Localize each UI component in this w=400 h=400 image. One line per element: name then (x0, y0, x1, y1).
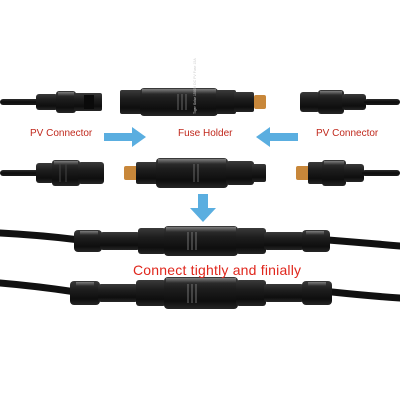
cable-left-mid (0, 170, 40, 176)
cable-right-mid (362, 170, 400, 176)
label-pv-connector-left: PV Connector (30, 128, 93, 139)
pv-connector-left-mid (36, 160, 104, 186)
cable-assembled-1-left (0, 229, 84, 244)
cable-left-top (0, 99, 40, 105)
fuse-holder-mid (124, 158, 266, 188)
cable-assembled-2-right (328, 288, 400, 302)
pv-connector-right-mid (296, 160, 364, 186)
row-1-components (0, 88, 400, 116)
fuse-holder-top (120, 88, 266, 116)
assembled-line-1 (0, 226, 400, 256)
assembled-line-2 (0, 277, 400, 309)
cable-right-top (364, 99, 400, 105)
label-pv-connector-right: PV Connector (316, 128, 379, 139)
fuse-body-print-top: Tiger Solar 1500V DC PV Fuse 15A (193, 58, 197, 114)
cable-assembled-1-right (324, 236, 400, 250)
label-fuse-holder: Fuse Holder (178, 128, 233, 139)
row-2-components (0, 158, 400, 188)
arrow-right-icon (104, 127, 146, 147)
pv-connector-left-top (36, 91, 102, 113)
pv-connector-right-top (300, 90, 366, 114)
cable-assembled-2-left (0, 279, 80, 296)
arrow-down-icon (190, 194, 216, 222)
arrow-left-icon (256, 127, 298, 147)
caption-connect-tightly: Connect tightly and finially (133, 262, 302, 278)
